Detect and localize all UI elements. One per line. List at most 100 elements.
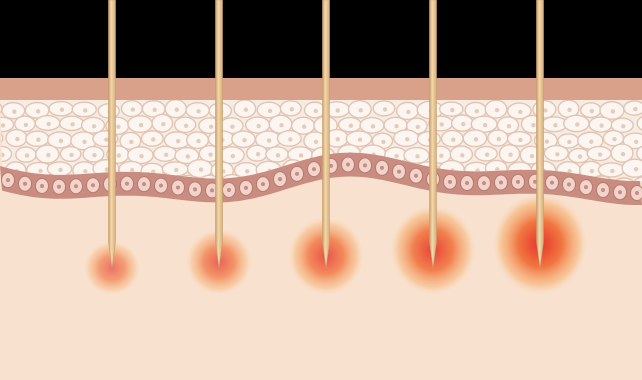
cell-nucleus [485, 153, 489, 157]
cell-nucleus [634, 167, 638, 171]
cell-nucleus [117, 153, 121, 157]
basal-nucleus [448, 180, 452, 184]
cell-nucleus [314, 109, 318, 113]
cell-nucleus [299, 153, 303, 157]
cell-nucleus [359, 108, 363, 112]
cell-nucleus [508, 153, 512, 157]
cell-nucleus [349, 123, 353, 127]
basal-nucleus [23, 182, 27, 186]
cell-nucleus [139, 123, 143, 127]
cell-nucleus [256, 152, 260, 156]
cell-nucleus [314, 140, 318, 144]
cell-nucleus [621, 152, 625, 156]
cell-nucleus [518, 110, 522, 114]
cell-nucleus [406, 110, 410, 114]
cell-nucleus [25, 153, 29, 157]
cell-nucleus [208, 152, 212, 156]
basal-nucleus [227, 188, 231, 192]
cell-nucleus [507, 124, 511, 128]
cell-nucleus [599, 123, 603, 127]
cell-nucleus [174, 168, 178, 172]
cell-nucleus [36, 109, 40, 113]
basal-nucleus [550, 181, 554, 185]
cell-nucleus [483, 123, 487, 127]
microneedle [537, 0, 544, 268]
cell-nucleus [24, 123, 28, 127]
cell-nucleus [598, 152, 602, 156]
basal-nucleus [159, 184, 163, 188]
cell-nucleus [567, 108, 571, 112]
cell-nucleus [451, 137, 455, 141]
cell-nucleus [371, 124, 375, 128]
cell-nucleus [290, 107, 294, 111]
cell-nucleus [555, 152, 559, 156]
basal-nucleus [278, 177, 282, 181]
cell-nucleus [416, 125, 420, 129]
cell-nucleus [440, 122, 444, 126]
cell-nucleus [46, 122, 50, 126]
cell-nucleus [358, 138, 362, 142]
cell-nucleus [199, 167, 203, 171]
cell-nucleus [83, 169, 87, 173]
cell-nucleus [474, 137, 478, 141]
basal-nucleus [210, 188, 214, 192]
basal-nucleus [635, 191, 639, 195]
cell-nucleus [589, 140, 593, 144]
cell-nucleus [256, 124, 260, 128]
cell-nucleus [1, 123, 5, 127]
cell-nucleus [383, 107, 387, 111]
cell-nucleus [268, 109, 272, 113]
cell-nucleus [209, 125, 213, 129]
cell-nucleus [131, 107, 135, 111]
cell-nucleus [578, 154, 582, 158]
cell-nucleus [276, 153, 280, 157]
cell-nucleus [186, 154, 190, 158]
cell-nucleus [267, 138, 271, 142]
cell-nucleus [461, 122, 465, 126]
basal-nucleus [176, 186, 180, 190]
cell-nucleus [92, 124, 96, 128]
cell-nucleus [336, 108, 340, 112]
basal-nucleus [40, 184, 44, 188]
epidermis-cell [622, 159, 642, 177]
basal-nucleus [57, 185, 61, 189]
cell-nucleus [531, 123, 535, 127]
cell-nucleus [151, 137, 155, 141]
cell-nucleus [495, 108, 499, 112]
cell-nucleus [116, 125, 120, 129]
cell-nucleus [244, 108, 248, 112]
basal-nucleus [584, 185, 588, 189]
basal-nucleus [244, 186, 248, 190]
cell-nucleus [450, 108, 454, 112]
basal-nucleus [516, 180, 520, 184]
cell-nucleus [394, 124, 398, 128]
cell-nucleus [161, 122, 165, 126]
cell-nucleus [104, 137, 108, 141]
microneedle [216, 0, 223, 268]
basal-nucleus [295, 172, 299, 176]
basal-nucleus [142, 182, 146, 186]
basal-nucleus [312, 167, 316, 171]
cell-nucleus [184, 124, 188, 128]
cell-nucleus [12, 109, 16, 113]
basal-nucleus [261, 182, 265, 186]
cell-nucleus [543, 108, 547, 112]
cell-nucleus [530, 154, 534, 158]
cell-nucleus [69, 153, 73, 157]
cell-nucleus [70, 122, 74, 126]
cell-nucleus [439, 154, 443, 158]
cell-nucleus [575, 122, 579, 126]
cell-nucleus [175, 107, 179, 111]
basal-nucleus [397, 170, 401, 174]
cell-nucleus [460, 153, 464, 157]
dark-background [0, 0, 642, 80]
cell-nucleus [46, 153, 50, 157]
cell-nucleus [196, 139, 200, 143]
cell-nucleus [279, 123, 283, 127]
cell-nucleus [196, 109, 200, 113]
cell-nucleus [242, 138, 246, 142]
basal-nucleus [499, 181, 503, 185]
cell-nucleus [58, 168, 62, 172]
